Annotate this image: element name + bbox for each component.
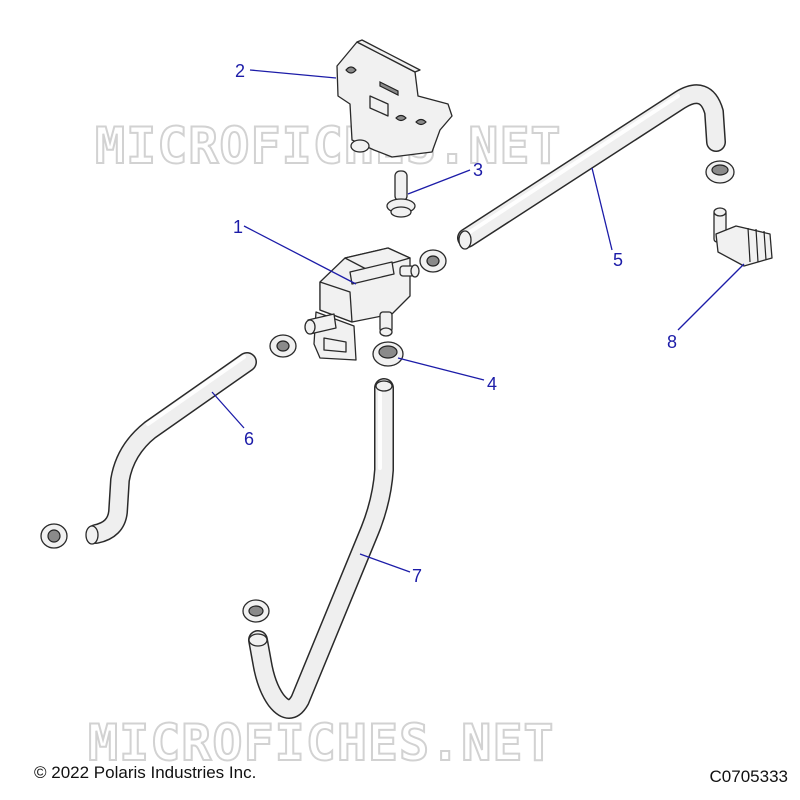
- leader-6: [211, 391, 245, 429]
- callout-8: 8: [667, 332, 677, 352]
- callout-7: 7: [412, 566, 422, 586]
- callout-4: 4: [487, 374, 497, 394]
- leader-5: [591, 167, 613, 251]
- callout-5: 5: [613, 250, 623, 270]
- part-6-hose: [85, 352, 257, 545]
- part-8-elbow-fitting: [713, 207, 773, 267]
- part-1-valve: [304, 247, 420, 361]
- clamp-far-left: [40, 523, 68, 549]
- leader-2: [249, 69, 337, 79]
- leader-7: [359, 553, 411, 573]
- part-4-clamp: [372, 341, 404, 367]
- callout-1: 1: [233, 217, 243, 237]
- watermark-top: MICROFICHES.NET: [95, 117, 562, 175]
- figure-code: C0705333: [709, 767, 788, 786]
- watermark-bottom: MICROFICHES.NET: [88, 714, 555, 772]
- callout-2: 2: [235, 61, 245, 81]
- callout-3: 3: [473, 160, 483, 180]
- leader-1: [243, 225, 357, 285]
- part-3-fastener: [386, 170, 416, 218]
- callout-6: 6: [244, 429, 254, 449]
- copyright-text: © 2022 Polaris Industries Inc.: [34, 763, 257, 782]
- clamp-left-of-valve: [269, 334, 297, 358]
- clamp-upper-right: [419, 249, 447, 273]
- leader-4: [397, 357, 485, 381]
- leader-3: [407, 169, 471, 195]
- part-5-hose: [457, 84, 726, 250]
- clamp-far-right: [705, 160, 735, 184]
- part-2-bracket: [336, 39, 453, 158]
- clamp-bottom: [242, 599, 270, 623]
- part-7-hose: [248, 378, 394, 719]
- leader-8: [677, 263, 745, 331]
